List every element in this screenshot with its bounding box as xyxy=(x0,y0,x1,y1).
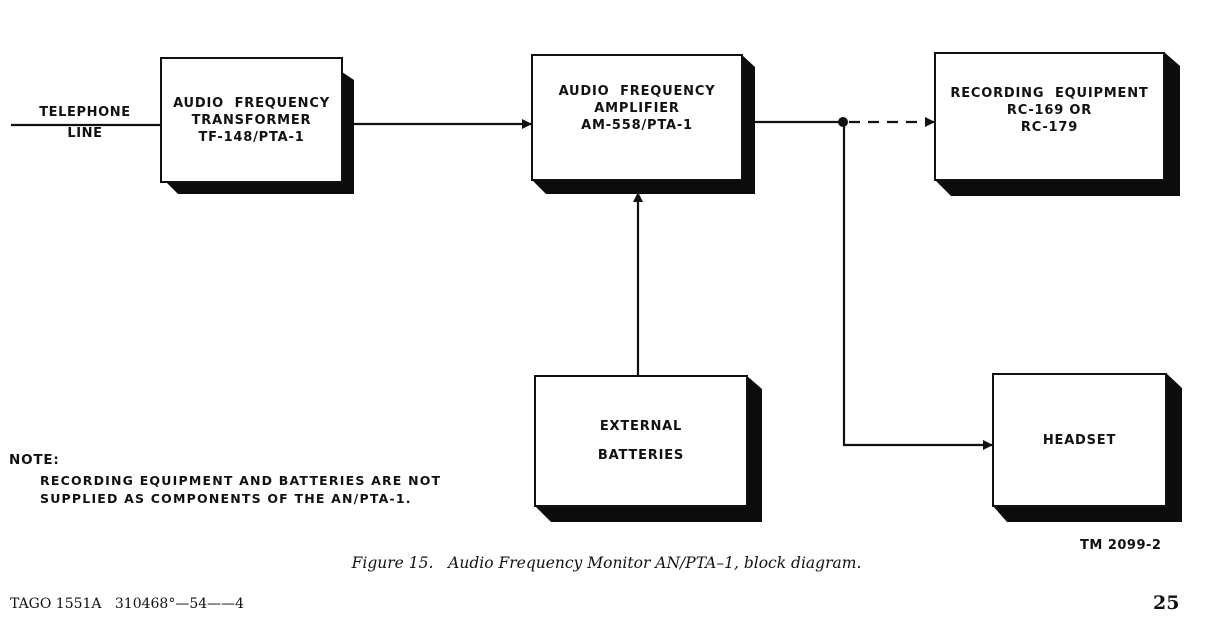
note-line-1: RECORDING EQUIPMENT AND BATTERIES ARE NO… xyxy=(40,473,442,488)
note-block: NOTE: RECORDING EQUIPMENT AND BATTERIES … xyxy=(9,452,441,508)
drawing-number: TM 2099-2 xyxy=(1080,538,1162,553)
footer-tago-code: TAGO 1551A 310468°—54——4 xyxy=(10,596,245,612)
telephone-line-label: TELEPHONE LINE xyxy=(30,105,140,141)
note-title: NOTE: xyxy=(9,452,60,468)
amplifier-block: AUDIO FREQUENCY AMPLIFIER AM-558/PTA-1 xyxy=(531,54,743,181)
batteries-label-line2: BATTERIES xyxy=(597,448,685,463)
page-number: 25 xyxy=(1153,592,1180,614)
transformer-label-line1: AUDIO FREQUENCY xyxy=(173,95,330,111)
recording-label-line1: RECORDING EQUIPMENT xyxy=(950,86,1149,101)
external-batteries-block: EXTERNAL BATTERIES xyxy=(534,375,748,507)
note-line-2: SUPPLIED AS COMPONENTS OF THE AN/PTA-1. xyxy=(40,491,412,506)
transformer-label-line3: TF-148/PTA-1 xyxy=(198,129,305,145)
recording-equipment-block: RECORDING EQUIPMENT RC-169 OR RC-179 xyxy=(934,52,1165,181)
headset-label: HEADSET xyxy=(1042,432,1117,448)
figure-caption: Figure 15. Audio Frequency Monitor AN/PT… xyxy=(351,554,862,572)
transformer-block: AUDIO FREQUENCY TRANSFORMER TF-148/PTA-1 xyxy=(160,57,343,183)
amplifier-label-line1: AUDIO FREQUENCY xyxy=(558,84,716,99)
transformer-label-line2: TRANSFORMER xyxy=(191,112,312,128)
recording-label-line2: RC-169 OR xyxy=(1006,103,1093,118)
telephone-label-line1: TELEPHONE xyxy=(39,105,131,120)
amplifier-to-headset-arrow xyxy=(842,122,993,450)
recording-label-line3: RC-179 xyxy=(1020,120,1079,135)
amplifier-label-line2: AMPLIFIER xyxy=(594,101,680,116)
headset-block: HEADSET xyxy=(992,373,1167,507)
note-body: RECORDING EQUIPMENT AND BATTERIES ARE NO… xyxy=(40,472,441,508)
amplifier-label-line3: AM-558/PTA-1 xyxy=(581,118,693,133)
telephone-label-line2: LINE xyxy=(67,126,103,141)
batteries-label-line1: EXTERNAL xyxy=(599,419,683,434)
